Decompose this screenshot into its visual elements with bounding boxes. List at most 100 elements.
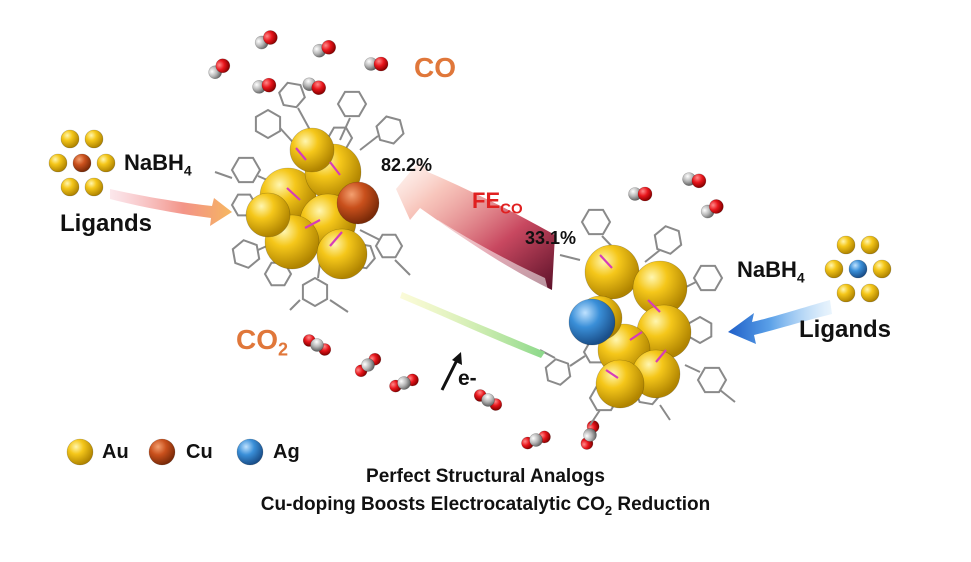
carbon-atom: [583, 428, 597, 442]
gold-atom: [872, 259, 892, 279]
phosphorus-bond: [655, 349, 667, 363]
gold-atom: [836, 283, 856, 303]
silver-atom: [568, 298, 616, 346]
legend-cu-label: Cu: [186, 441, 213, 463]
ligand-bond: [339, 117, 351, 141]
electron-arrow-head: [452, 352, 462, 365]
copper-atom: [336, 181, 380, 225]
caption-line-1: Perfect Structural Analogs: [366, 466, 605, 487]
phenyl-ring: [653, 225, 683, 255]
molecule-layer: [208, 30, 724, 450]
phosphorus-bond: [629, 331, 643, 341]
phosphorus-bond: [286, 187, 301, 201]
faradaic-efficiency-arrow: [396, 160, 555, 290]
phenyl-ring: [336, 90, 368, 118]
gold-atom: [860, 235, 880, 255]
copper-atom: [72, 153, 92, 173]
silver-atom: [848, 259, 868, 279]
reagent-nabh4-left: NaBH4: [124, 150, 192, 179]
phenyl-ring: [374, 233, 404, 259]
ligand-bond: [289, 299, 301, 311]
synthesis-arrow-left: [110, 189, 232, 226]
phenyl-ring: [301, 276, 329, 308]
legend-swatches: [66, 438, 264, 466]
co-molecule: [312, 39, 336, 58]
phosphorus-bond: [295, 147, 307, 161]
legend-ag-label: Ag: [273, 441, 300, 463]
phosphorus-bond: [329, 231, 343, 247]
ligand-bond: [659, 404, 671, 421]
oxygen-atom: [311, 80, 326, 96]
reagent-nabh4-right: NaBH4: [737, 257, 805, 286]
ligand-bond: [644, 249, 661, 263]
co-molecule: [254, 30, 278, 50]
oxygen-atom: [261, 77, 277, 93]
phenyl-ring: [687, 315, 713, 345]
co2-molecule: [473, 389, 503, 411]
oxygen-atom: [215, 58, 231, 74]
faradaic-band-highlight: [432, 220, 548, 290]
phenyl-ring: [696, 366, 728, 394]
gold-atom: [84, 177, 104, 197]
oxygen-atom: [263, 30, 278, 45]
carbon-atom: [310, 338, 324, 352]
co-molecule: [628, 186, 653, 202]
phenyl-ring: [580, 208, 612, 236]
oxygen-atom: [691, 173, 707, 189]
co-molecule: [208, 58, 231, 80]
phenyl-ring: [692, 264, 724, 292]
legend-cu-swatch: [148, 438, 176, 466]
ligand-bond: [589, 409, 601, 426]
fe-value-ag: 33.1%: [525, 228, 577, 248]
oxygen-atom: [321, 39, 336, 55]
gold-atom: [836, 235, 856, 255]
gold-atom: [595, 359, 645, 409]
co2-molecule: [580, 420, 600, 450]
gold-atom: [584, 244, 640, 300]
phosphorus-bond: [329, 161, 341, 176]
ligand-bond: [559, 254, 581, 261]
gold-atom: [60, 177, 80, 197]
au-cu-cluster: [245, 127, 380, 280]
co-molecule: [364, 56, 389, 72]
legend-au-label: Au: [102, 441, 129, 463]
reactant-co2-label: CO2: [236, 324, 289, 360]
carbon-atom: [529, 433, 543, 447]
oxygen-atom: [637, 186, 653, 202]
faradaic-efficiency-label: FECO: [472, 188, 523, 218]
ligand-bond: [359, 135, 379, 151]
phosphorus-bond: [647, 299, 661, 313]
au-ag-cluster: [568, 244, 692, 409]
co2-molecule: [302, 334, 332, 356]
ligands-label-left: Ligands: [60, 210, 153, 237]
synthesis-arrow-right: [728, 300, 832, 344]
carbon-atom: [481, 393, 495, 407]
carbon-atom: [361, 358, 375, 372]
phosphorus-bond: [599, 254, 613, 269]
ligand-bond: [684, 364, 701, 373]
gold-atom: [860, 283, 880, 303]
gold-atom: [60, 129, 80, 149]
electron-transfer-band: [400, 292, 545, 358]
phenyl-ring: [278, 81, 306, 109]
phosphorus-bond: [605, 369, 619, 379]
phenyl-ring: [544, 358, 572, 386]
ligand-bond: [297, 107, 311, 131]
co-molecule: [252, 77, 277, 94]
ligands-label-right: Ligands: [799, 316, 892, 343]
phenyl-ring: [254, 108, 282, 140]
oxygen-atom: [373, 56, 389, 72]
fe-value-cu: 82.2%: [381, 155, 433, 175]
ligand-bond: [359, 229, 381, 241]
gold-atom: [289, 127, 335, 173]
co2-molecule: [521, 430, 551, 450]
legend-au-swatch: [66, 438, 94, 466]
gold-atom: [316, 228, 368, 280]
gold-atom: [96, 153, 116, 173]
electron-arrow: [440, 357, 460, 391]
ligand-bond: [719, 389, 736, 403]
phosphorus-bond: [304, 219, 321, 229]
phenyl-ring: [230, 156, 262, 184]
